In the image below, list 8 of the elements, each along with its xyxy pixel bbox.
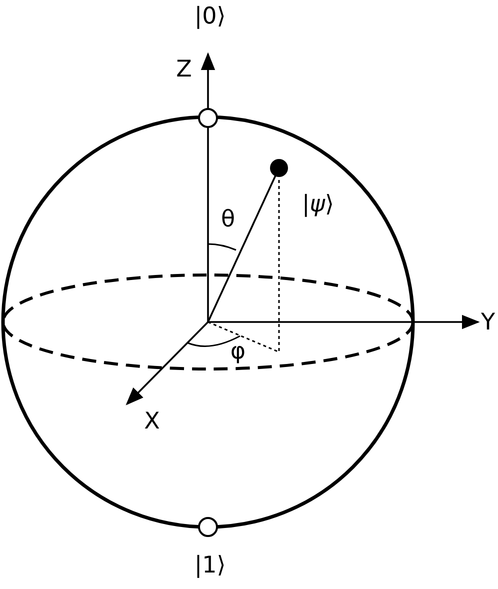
ket-label: |ψ⟩ [302, 194, 334, 216]
ket-label: |1⟩ [194, 554, 226, 578]
angle-label: φ [230, 340, 246, 364]
axis-label: Z [176, 58, 192, 82]
axis-label: Y [480, 312, 496, 334]
ket-label: |0⟩ [194, 6, 226, 28]
axis-label: X [144, 410, 160, 434]
angle-label: θ [220, 208, 236, 232]
